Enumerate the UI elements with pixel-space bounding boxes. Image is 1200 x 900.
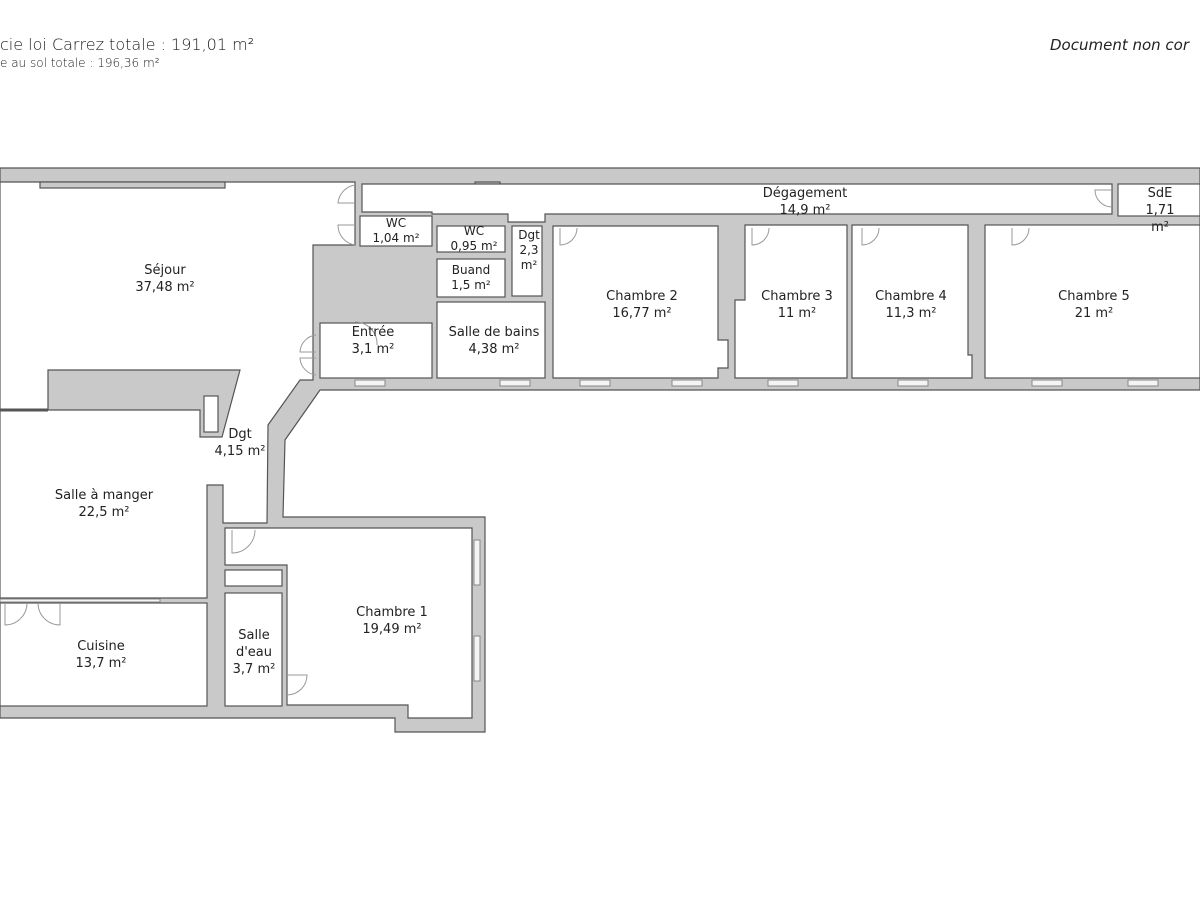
room-entree bbox=[319, 322, 433, 379]
room-dgt-small bbox=[203, 395, 219, 433]
room-sdb bbox=[436, 301, 546, 379]
room-chambre2 bbox=[552, 225, 729, 379]
room-wc1 bbox=[359, 215, 433, 247]
room-sde bbox=[1117, 183, 1200, 217]
carrez-total: cie loi Carrez totale : 191,01 m² bbox=[0, 35, 255, 54]
disclaimer: Document non cor bbox=[1050, 36, 1190, 54]
room-wc2 bbox=[436, 225, 506, 253]
room-chambre5 bbox=[984, 224, 1200, 379]
room-buand bbox=[436, 258, 506, 298]
room-closet bbox=[224, 569, 283, 587]
room-chambre3 bbox=[734, 224, 848, 379]
room-chambre1 bbox=[224, 527, 473, 719]
room-cuisine bbox=[0, 602, 208, 707]
sol-total: e au sol totale : 196,36 m² bbox=[0, 56, 160, 70]
room-chambre4 bbox=[851, 224, 973, 379]
room-degagement bbox=[361, 183, 1113, 223]
doors bbox=[4, 184, 1113, 696]
room-salle-deau bbox=[224, 592, 283, 707]
windows bbox=[0, 379, 1159, 682]
room-dgt2 bbox=[511, 225, 543, 297]
